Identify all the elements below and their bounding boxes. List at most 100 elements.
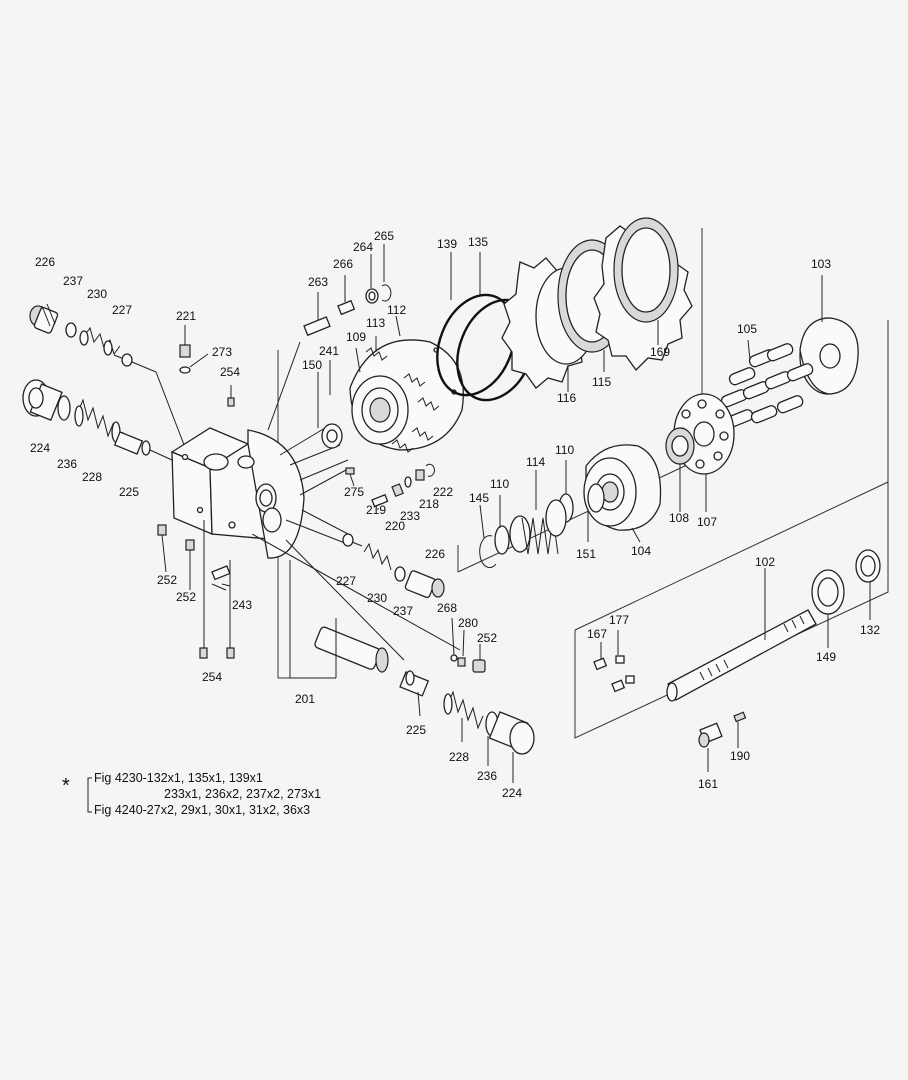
washer-110-b bbox=[494, 525, 510, 555]
plunger-263 bbox=[303, 292, 331, 337]
label-169: 169 bbox=[650, 345, 670, 359]
bearing-149 bbox=[811, 569, 845, 648]
label-226-left: 226 bbox=[35, 255, 55, 269]
snap-ring-265 bbox=[381, 244, 392, 302]
label-150: 150 bbox=[302, 358, 322, 372]
o-ring-139 bbox=[436, 252, 516, 397]
label-227-right: 227 bbox=[336, 574, 356, 588]
springs-113 bbox=[365, 347, 440, 453]
label-108: 108 bbox=[669, 511, 689, 525]
label-105: 105 bbox=[737, 322, 757, 336]
footnote-line-1: Fig 4230-132x1, 135x1, 139x1 bbox=[94, 771, 263, 785]
footnote-line-3: Fig 4240-27x2, 29x1, 30x1, 31x2, 36x3 bbox=[94, 803, 310, 817]
small-parts-center bbox=[345, 463, 435, 510]
label-228-bottom: 228 bbox=[449, 750, 469, 764]
label-135: 135 bbox=[468, 235, 488, 249]
label-237-left: 237 bbox=[63, 274, 83, 288]
label-103: 103 bbox=[811, 257, 831, 271]
label-145: 145 bbox=[469, 491, 489, 505]
retainer-plate-107 bbox=[673, 393, 735, 512]
label-254-bottom: 254 bbox=[202, 670, 222, 684]
poppet-225-left bbox=[113, 431, 151, 456]
pins-167-177 bbox=[593, 630, 635, 693]
plug-161 bbox=[698, 722, 723, 772]
label-264: 264 bbox=[353, 240, 373, 254]
label-252-right: 252 bbox=[477, 631, 497, 645]
label-115: 115 bbox=[592, 375, 611, 389]
spool-201 bbox=[290, 618, 389, 679]
valve-body-201 bbox=[170, 427, 305, 559]
left-relief-valve-group bbox=[22, 303, 187, 461]
label-151: 151 bbox=[576, 547, 596, 561]
bearing-150 bbox=[317, 372, 343, 449]
label-102: 102 bbox=[755, 555, 775, 569]
label-252-left-a: 252 bbox=[157, 573, 177, 587]
label-224-left: 224 bbox=[30, 441, 50, 455]
label-243: 243 bbox=[232, 598, 252, 612]
label-222: 222 bbox=[433, 485, 453, 499]
label-110-a: 110 bbox=[555, 443, 574, 457]
label-107: 107 bbox=[697, 515, 717, 529]
label-220: 220 bbox=[385, 519, 405, 533]
cylinder-plate-112 bbox=[349, 339, 464, 451]
label-252-left-b: 252 bbox=[176, 590, 196, 604]
valve-body-leaders bbox=[251, 341, 461, 678]
footnote-asterisk: * bbox=[62, 775, 70, 797]
label-236-left: 236 bbox=[57, 457, 77, 471]
label-113: 113 bbox=[366, 316, 385, 330]
label-116: 116 bbox=[557, 391, 576, 405]
label-225-left: 225 bbox=[119, 485, 139, 499]
label-237-right: 237 bbox=[393, 604, 413, 618]
label-266: 266 bbox=[333, 257, 353, 271]
bolts-252 bbox=[157, 524, 195, 590]
fitting-221 bbox=[179, 325, 191, 358]
label-104: 104 bbox=[631, 544, 651, 558]
o-ring-273 bbox=[179, 366, 191, 374]
fittings-268-280-252 bbox=[450, 617, 486, 673]
poppet-225-bottom bbox=[399, 670, 430, 717]
swash-plate-103 bbox=[799, 275, 859, 395]
plug-226-left bbox=[29, 303, 59, 334]
footnote-line-2: 233x1, 236x2, 237x2, 273x1 bbox=[164, 787, 321, 801]
label-273: 273 bbox=[212, 345, 232, 359]
label-227-left: 227 bbox=[112, 303, 132, 317]
cap-224-bottom bbox=[488, 711, 535, 783]
spring-114 bbox=[509, 470, 567, 555]
label-110-b: 110 bbox=[490, 477, 509, 491]
bushing-108 bbox=[665, 427, 695, 512]
o-ring-237-left bbox=[65, 322, 77, 338]
snap-ring-145 bbox=[479, 504, 497, 569]
label-219: 219 bbox=[366, 503, 386, 517]
poppet-227-left bbox=[113, 353, 133, 367]
label-139: 139 bbox=[437, 237, 457, 251]
label-112: 112 bbox=[387, 303, 406, 317]
bolt-243 bbox=[211, 565, 231, 591]
label-236-bottom: 236 bbox=[477, 769, 497, 783]
right-relief-valve-mid bbox=[342, 533, 445, 599]
ring-264 bbox=[365, 254, 379, 304]
label-226-right: 226 bbox=[425, 547, 445, 561]
spring-228-left bbox=[74, 398, 124, 446]
label-230-right: 230 bbox=[367, 591, 387, 605]
pin-190 bbox=[733, 711, 747, 748]
label-233: 233 bbox=[400, 509, 420, 523]
label-190: 190 bbox=[730, 749, 750, 763]
cap-224-left bbox=[22, 379, 63, 421]
label-221: 221 bbox=[176, 309, 196, 323]
label-275: 275 bbox=[344, 485, 364, 499]
label-241: 241 bbox=[319, 344, 339, 358]
label-265: 265 bbox=[374, 229, 394, 243]
label-268: 268 bbox=[437, 601, 457, 615]
seal-132 bbox=[855, 549, 881, 620]
label-228-left: 228 bbox=[82, 470, 102, 484]
label-114: 114 bbox=[526, 455, 545, 469]
ring-151 bbox=[587, 483, 605, 542]
shaft-102 bbox=[666, 568, 817, 702]
label-132: 132 bbox=[860, 623, 880, 637]
spring-228-bottom bbox=[443, 690, 484, 742]
kit-footnote: * Fig 4230-132x1, 135x1, 139x1 233x1, 23… bbox=[62, 771, 321, 817]
ring-236-left bbox=[57, 395, 71, 421]
part-number-labels: 226 237 230 227 221 273 254 224 236 228 … bbox=[30, 229, 880, 800]
label-149: 149 bbox=[816, 650, 836, 664]
